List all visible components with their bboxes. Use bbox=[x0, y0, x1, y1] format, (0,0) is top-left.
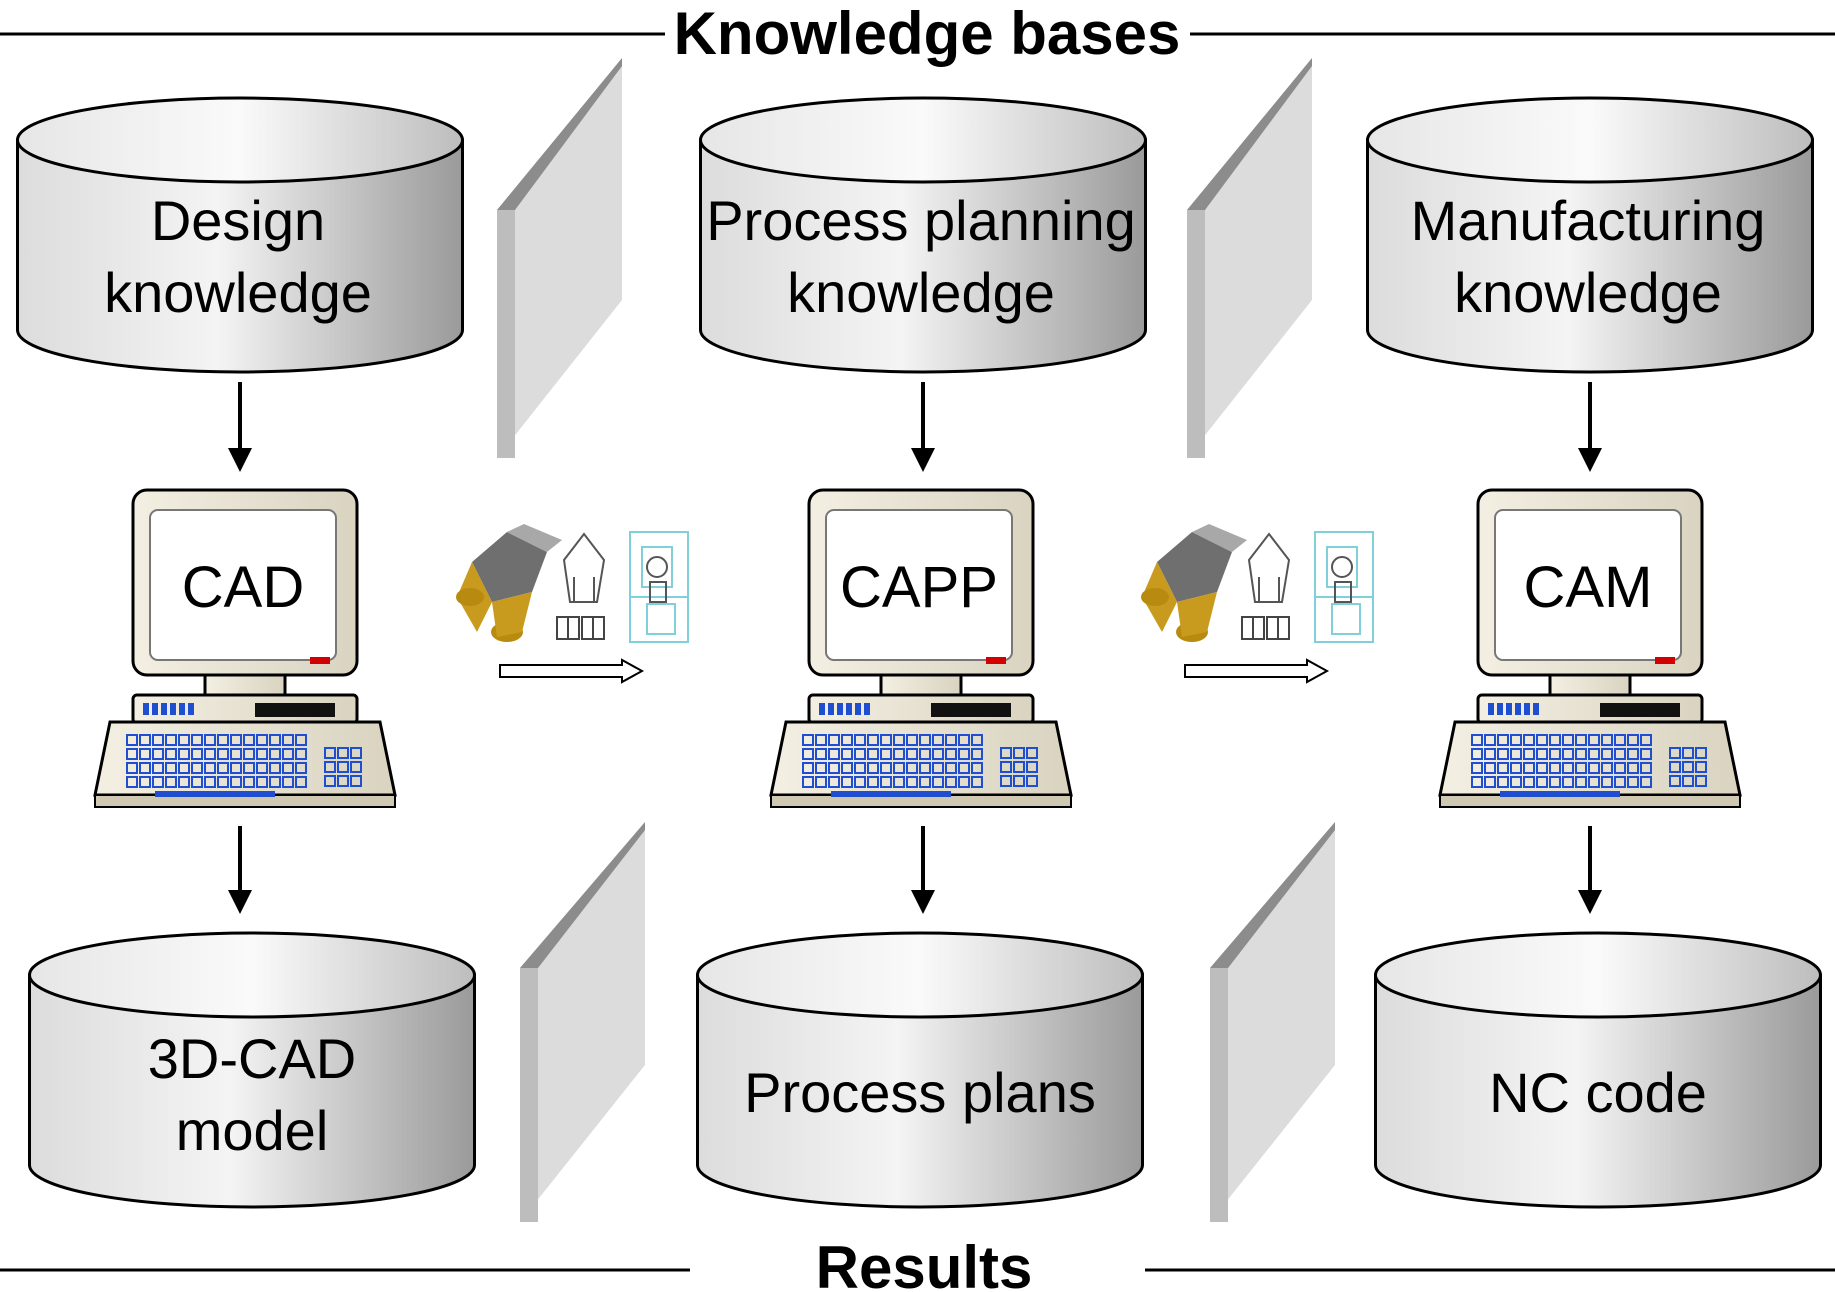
header: Knowledge bases bbox=[0, 0, 1835, 67]
results-row: 3D-CAD model Process plans NC code bbox=[28, 931, 1822, 1209]
manufacturing-knowledge-cylinder: Manufacturing knowledge bbox=[1366, 96, 1814, 374]
keyboard-icon bbox=[769, 720, 1073, 808]
manufacturing-knowledge-label-line: Manufacturing bbox=[1411, 189, 1766, 252]
power-led-icon bbox=[310, 657, 330, 664]
process-planning-knowledge-cylinder: Process planning knowledge bbox=[699, 96, 1147, 374]
power-led-icon bbox=[1655, 657, 1675, 664]
separator-panels bbox=[497, 58, 1335, 1222]
keyboard-icon bbox=[93, 720, 397, 808]
footer-title: Results bbox=[816, 1234, 1033, 1292]
cad-label: CAD bbox=[182, 555, 304, 620]
capp-label: CAPP bbox=[840, 555, 998, 620]
transfer-right bbox=[1141, 524, 1374, 684]
3d-cad-model-cylinder: 3D-CAD model bbox=[28, 931, 476, 1209]
panel-top-left bbox=[497, 58, 622, 458]
process-planning-knowledge-label-line: Process planning bbox=[706, 189, 1136, 252]
header-title: Knowledge bases bbox=[674, 0, 1181, 67]
cad-computer: CAD bbox=[93, 488, 397, 808]
cam-screen bbox=[1494, 509, 1682, 661]
cam-computer: CAM bbox=[1438, 488, 1742, 808]
nc-code-label-line: NC code bbox=[1489, 1061, 1707, 1124]
panel-bottom-left bbox=[520, 822, 645, 1222]
process-planning-knowledge-label-line: knowledge bbox=[787, 261, 1055, 324]
capp-computer: CAPP bbox=[769, 488, 1073, 808]
cam-label: CAM bbox=[1524, 555, 1653, 620]
arrows-system-to-result bbox=[228, 826, 1602, 914]
panel-bottom-right bbox=[1210, 822, 1335, 1222]
process-plans-label-line: Process plans bbox=[744, 1061, 1096, 1124]
3d-cad-model-label-line: model bbox=[176, 1099, 329, 1162]
system-row: CAD CAPP CAM bbox=[93, 488, 1742, 808]
process-plans-cylinder: Process plans bbox=[696, 931, 1144, 1209]
keyboard-icon bbox=[1438, 720, 1742, 808]
arrows-kb-to-system bbox=[228, 382, 1602, 472]
cad-part-model-icon bbox=[456, 524, 689, 643]
cad-screen bbox=[149, 509, 337, 661]
nc-code-cylinder: NC code bbox=[1374, 931, 1822, 1209]
design-knowledge-label-line: Design bbox=[151, 189, 325, 252]
design-knowledge-cylinder: Design knowledge bbox=[16, 96, 464, 374]
capp-screen bbox=[825, 509, 1013, 661]
hollow-arrow-right-icon bbox=[499, 658, 645, 684]
power-led-icon bbox=[986, 657, 1006, 664]
knowledge-base-row: Design knowledge Process planning knowledge… bbox=[16, 96, 1814, 374]
footer: Results bbox=[0, 1234, 1835, 1292]
transfer-left bbox=[456, 524, 689, 684]
capp-part-model-icon bbox=[1141, 524, 1374, 643]
3d-cad-model-label-line: 3D-CAD bbox=[148, 1027, 356, 1090]
design-knowledge-label-line: knowledge bbox=[104, 261, 372, 324]
hollow-arrow-right-icon bbox=[1184, 658, 1330, 684]
panel-top-right bbox=[1187, 58, 1312, 458]
manufacturing-knowledge-label-line: knowledge bbox=[1454, 261, 1722, 324]
